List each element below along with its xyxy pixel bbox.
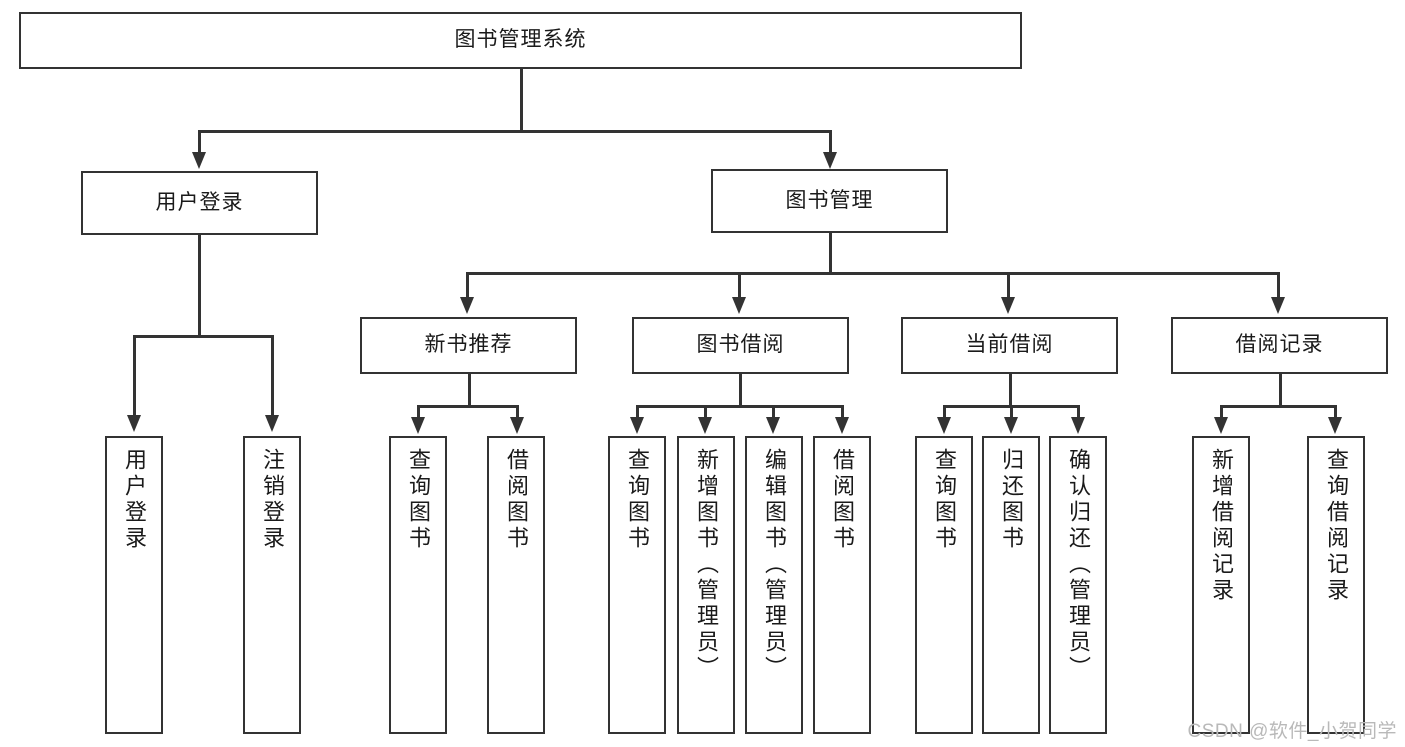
connector-bookmgmt-to-records	[1277, 272, 1280, 299]
node-book-management[interactable]: 图书管理	[711, 169, 948, 233]
connector-newbook-bar	[417, 405, 519, 408]
connector-root-to-bookmgmt	[829, 130, 832, 154]
connector-bookmgmt-to-borrow	[738, 272, 741, 299]
node-borrow-records[interactable]: 借阅记录	[1171, 317, 1388, 374]
connector-bookmgmt-to-newbook	[466, 272, 469, 299]
node-leaf-user-login-label: 用户登录	[121, 448, 147, 552]
connector-login-stem	[198, 234, 201, 335]
connector-level2-bar	[198, 130, 832, 133]
node-new-book-recommend-label: 新书推荐	[424, 333, 513, 357]
arrow-newbook-to-leaf3	[411, 417, 425, 434]
node-leaf-confirm-return-admin[interactable]: 确认归还（管理员）	[1049, 436, 1107, 734]
node-leaf-user-login[interactable]: 用户登录	[105, 436, 163, 734]
node-leaf-search-book-borrow-label: 查询图书	[624, 448, 650, 552]
node-leaf-add-borrow-record[interactable]: 新增借阅记录	[1192, 436, 1250, 734]
connector-bookmgmt-stem	[829, 233, 832, 273]
arrow-bookmgmt-to-borrow	[732, 297, 746, 314]
arrow-current-to-leaf10	[1004, 417, 1018, 434]
arrow-records-to-leaf13	[1328, 417, 1342, 434]
node-leaf-borrow-book-label: 借阅图书	[829, 448, 855, 552]
node-root-label: 图书管理系统	[454, 28, 587, 52]
node-leaf-search-book-borrow[interactable]: 查询图书	[608, 436, 666, 734]
arrow-records-to-leaf12	[1214, 417, 1228, 434]
connector-records-to-leaf13	[1334, 405, 1337, 419]
node-leaf-search-book-current-label: 查询图书	[931, 448, 957, 552]
arrow-root-to-login	[192, 152, 206, 169]
arrow-borrow-to-leaf8	[835, 417, 849, 434]
arrow-borrow-to-leaf7	[766, 417, 780, 434]
arrow-newbook-to-leaf4	[510, 417, 524, 434]
node-leaf-logout[interactable]: 注销登录	[243, 436, 301, 734]
node-leaf-borrow-book-newbook[interactable]: 借阅图书	[487, 436, 545, 734]
node-leaf-return-book-label: 归还图书	[998, 448, 1024, 552]
arrow-bookmgmt-to-current	[1001, 297, 1015, 314]
connector-records-bar	[1220, 405, 1337, 408]
node-user-login[interactable]: 用户登录	[81, 171, 318, 235]
connector-login-bar	[133, 335, 274, 338]
connector-borrow-to-leaf8	[841, 405, 844, 419]
node-book-borrow[interactable]: 图书借阅	[632, 317, 849, 374]
arrow-root-to-bookmgmt	[823, 152, 837, 169]
connector-borrow-stem	[739, 373, 742, 406]
connector-newbook-stem	[468, 373, 471, 406]
connector-borrow-to-leaf6	[704, 405, 707, 419]
arrow-login-to-leaf2	[265, 415, 279, 432]
connector-current-to-leaf10	[1010, 405, 1013, 419]
node-borrow-records-label: 借阅记录	[1235, 333, 1324, 357]
arrow-current-to-leaf9	[937, 417, 951, 434]
node-leaf-borrow-book-newbook-label: 借阅图书	[503, 448, 529, 552]
connector-borrow-to-leaf5	[636, 405, 639, 419]
node-leaf-add-book-admin-label: 新增图书（管理员）	[693, 448, 719, 682]
arrow-borrow-to-leaf6	[698, 417, 712, 434]
arrow-login-to-leaf1	[127, 415, 141, 432]
node-leaf-search-borrow-record-label: 查询借阅记录	[1323, 448, 1349, 604]
node-leaf-search-book-current[interactable]: 查询图书	[915, 436, 973, 734]
node-book-management-label: 图书管理	[785, 188, 874, 212]
connector-level3-bar	[466, 272, 1279, 275]
arrow-current-to-leaf11	[1071, 417, 1085, 434]
connector-login-to-leaf1	[133, 335, 136, 417]
connector-root-stem	[520, 68, 523, 133]
node-current-borrow-label: 当前借阅	[965, 333, 1054, 357]
connector-current-to-leaf11	[1077, 405, 1080, 419]
arrow-bookmgmt-to-newbook	[460, 297, 474, 314]
arrow-borrow-to-leaf5	[630, 417, 644, 434]
connector-borrow-bar	[636, 405, 843, 408]
node-book-borrow-label: 图书借阅	[696, 333, 785, 357]
connector-borrow-to-leaf7	[772, 405, 775, 419]
node-leaf-add-book-admin[interactable]: 新增图书（管理员）	[677, 436, 735, 734]
connector-records-stem	[1279, 373, 1282, 406]
node-current-borrow[interactable]: 当前借阅	[901, 317, 1118, 374]
watermark-text: CSDN @软件_小贺同学	[1187, 721, 1397, 742]
connector-login-to-leaf2	[271, 335, 274, 417]
arrow-bookmgmt-to-records	[1271, 297, 1285, 314]
connector-bookmgmt-to-current	[1007, 272, 1010, 299]
node-leaf-search-book-newbook-label: 查询图书	[405, 448, 431, 552]
connector-newbook-to-leaf3	[417, 405, 420, 419]
node-leaf-return-book[interactable]: 归还图书	[982, 436, 1040, 734]
connector-current-to-leaf9	[943, 405, 946, 419]
node-leaf-logout-label: 注销登录	[259, 448, 285, 552]
node-leaf-add-borrow-record-label: 新增借阅记录	[1208, 448, 1234, 604]
node-leaf-borrow-book[interactable]: 借阅图书	[813, 436, 871, 734]
node-leaf-edit-book-admin[interactable]: 编辑图书（管理员）	[745, 436, 803, 734]
connector-records-to-leaf12	[1220, 405, 1223, 419]
node-leaf-edit-book-admin-label: 编辑图书（管理员）	[761, 448, 787, 682]
node-user-login-label: 用户登录	[155, 190, 244, 214]
node-leaf-confirm-return-admin-label: 确认归还（管理员）	[1065, 448, 1091, 682]
connector-newbook-to-leaf4	[516, 405, 519, 419]
connector-current-stem	[1009, 373, 1012, 406]
node-leaf-search-book-newbook[interactable]: 查询图书	[389, 436, 447, 734]
node-new-book-recommend[interactable]: 新书推荐	[360, 317, 577, 374]
connector-root-to-login	[198, 130, 201, 154]
node-root[interactable]: 图书管理系统	[19, 12, 1022, 69]
node-leaf-search-borrow-record[interactable]: 查询借阅记录	[1307, 436, 1365, 734]
